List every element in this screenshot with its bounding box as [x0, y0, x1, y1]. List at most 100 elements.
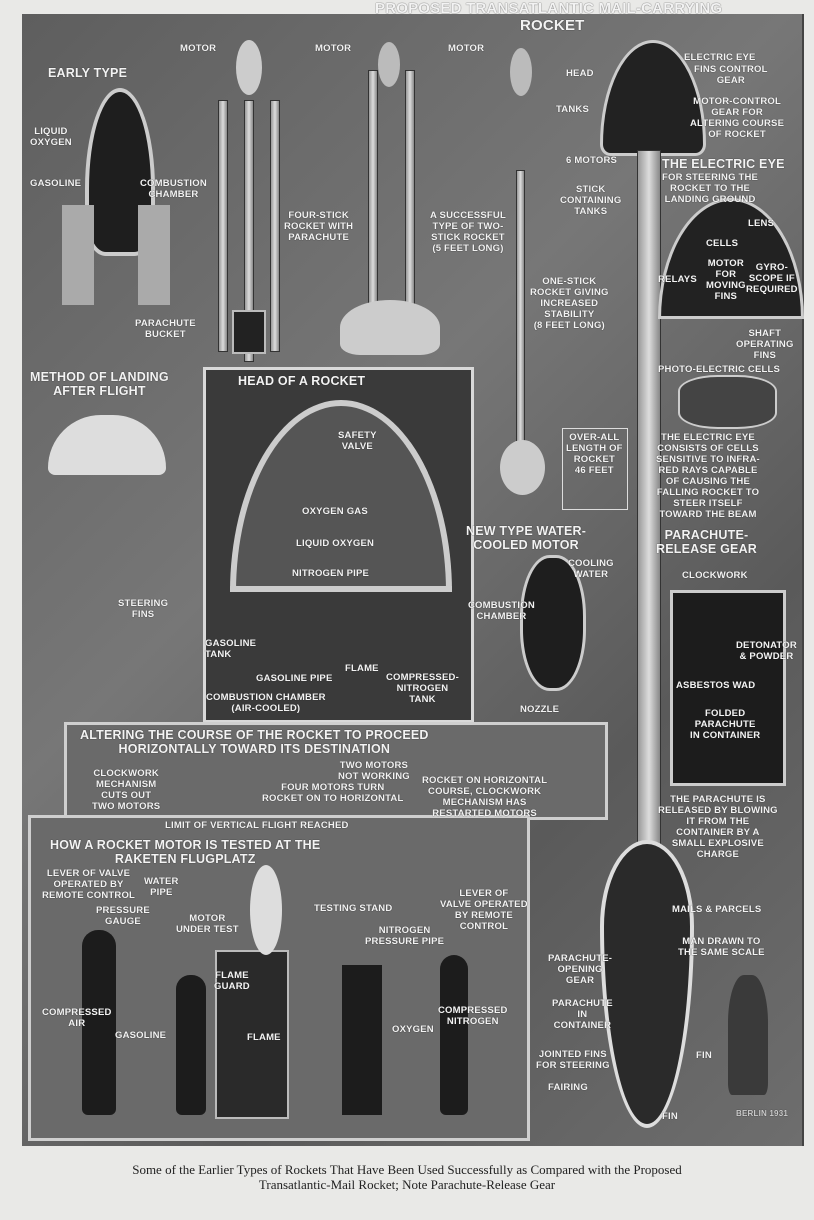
label-compressed-nitrogen: COMPRESSED NITROGEN — [438, 1005, 508, 1027]
motor-under-test — [250, 865, 282, 955]
label-parachute-opening-gear: PARACHUTE- OPENING GEAR — [548, 953, 613, 986]
parachute-container — [670, 590, 786, 786]
label-flame-guard: FLAME GUARD — [214, 970, 250, 992]
label-lever-right: LEVER OF VALVE OPERATED BY REMOTE CONTRO… — [440, 888, 528, 932]
label-parachute-container: PARACHUTE IN CONTAINER — [552, 998, 613, 1031]
mail-rocket-stick — [637, 150, 661, 872]
label-one-stick: ONE-STICK ROCKET GIVING INCREASED STABIL… — [530, 276, 609, 331]
label-mails-parcels: MAILS & PARCELS — [672, 904, 762, 915]
label-cooling-water: COOLING WATER — [568, 558, 614, 580]
label-stick-tanks: STICK CONTAINING TANKS — [560, 184, 622, 217]
label-liquid-oxygen: LIQUID OXYGEN — [30, 126, 72, 148]
head-of-rocket-heading: HEAD OF A ROCKET — [238, 374, 366, 388]
label-electric-eye: ELECTRIC EYE — [684, 52, 756, 63]
altering-course-panel — [64, 722, 608, 820]
label-testing-stand: TESTING STAND — [314, 903, 393, 914]
label-four-stick: FOUR-STICK ROCKET WITH PARACHUTE — [284, 210, 354, 243]
oxygen-container — [342, 965, 382, 1115]
label-lens: LENS — [748, 218, 775, 229]
label-water-pipe: WATER PIPE — [144, 876, 179, 898]
label-oxygen-gas: OXYGEN GAS — [302, 506, 368, 517]
overall-length-box — [562, 428, 628, 510]
four-stick-rod — [244, 100, 254, 362]
man-figure — [728, 975, 768, 1095]
label-combustion-chamber: COMBUSTION CHAMBER — [140, 178, 207, 200]
parachute-release-heading: PARACHUTE- RELEASE GEAR — [656, 528, 758, 556]
label-asbestos: ASBESTOS WAD — [676, 680, 756, 691]
electric-eye-heading: THE ELECTRIC EYE — [662, 157, 785, 171]
early-type-fin-left — [62, 205, 94, 305]
altering-heading: ALTERING THE COURSE OF THE ROCKET TO PRO… — [80, 728, 429, 756]
label-clockwork-cuts: CLOCKWORK MECHANISM CUTS OUT TWO MOTORS — [92, 768, 161, 812]
one-stick-rod — [516, 170, 525, 452]
one-stick-motor — [510, 48, 532, 96]
label-gasoline-tank: GASOLINE TANK — [205, 638, 257, 660]
label-flame-test: FLAME — [247, 1032, 281, 1043]
overall-length-label: OVER-ALL LENGTH OF ROCKET 46 FEET — [566, 432, 623, 476]
label-motor: MOTOR — [180, 43, 217, 54]
artist-signature: BERLIN 1931 — [736, 1109, 788, 1118]
label-two-motors: TWO MOTORS NOT WORKING — [338, 760, 410, 782]
label-flame: FLAME — [345, 663, 379, 674]
label-horizontal: ROCKET ON HORIZONTAL COURSE, CLOCKWORK M… — [422, 775, 548, 819]
label-relays: RELAYS — [658, 274, 697, 285]
four-stick-rod — [218, 100, 228, 352]
title-line2: ROCKET — [520, 17, 585, 34]
label-fairing: FAIRING — [548, 1082, 588, 1093]
compressed-nitrogen-cylinder — [440, 955, 468, 1115]
label-man-scale: MAN DRAWN TO THE SAME SCALE — [678, 936, 765, 958]
label-pressure-gauge: PRESSURE GAUGE — [96, 905, 150, 927]
early-type-fin-right — [138, 205, 170, 305]
label-liquid-oxygen-head: LIQUID OXYGEN — [296, 538, 375, 549]
label-fin-side: FIN — [696, 1050, 712, 1061]
label-gyroscope: GYRO- SCOPE IF REQUIRED — [746, 262, 798, 295]
label-folded-parachute: FOLDED PARACHUTE IN CONTAINER — [690, 708, 761, 741]
label-compressed-air: COMPRESSED AIR — [42, 1007, 112, 1029]
two-stick-tail — [340, 300, 440, 355]
electric-eye-sub: FOR STEERING THE ROCKET TO THE LANDING G… — [662, 172, 759, 205]
label-safety-valve: SAFETY VALVE — [338, 430, 377, 452]
compressed-air-cylinder — [82, 930, 116, 1115]
label-shaft: SHAFT OPERATING FINS — [736, 328, 794, 361]
water-cooled-motor — [520, 555, 586, 691]
label-detonator: DETONATOR & POWDER — [736, 640, 797, 662]
title-line1: PROPOSED TRANSATLANTIC MAIL-CARRYING — [375, 0, 723, 17]
label-four-motors: FOUR MOTORS TURN ROCKET ON TO HORIZONTAL — [262, 782, 404, 804]
four-stick-rod — [270, 100, 280, 352]
early-type-heading: EARLY TYPE — [48, 66, 128, 80]
label-head: HEAD — [566, 68, 594, 79]
label-two-stick: A SUCCESSFUL TYPE OF TWO- STICK ROCKET (… — [430, 210, 506, 254]
label-nitrogen-pipe: NITROGEN PIPE — [292, 568, 370, 579]
one-stick-fins — [500, 440, 545, 495]
label-lever-left: LEVER OF VALVE OPERATED BY REMOTE CONTRO… — [42, 868, 136, 901]
label-tanks: TANKS — [556, 104, 590, 115]
label-photo-cells: PHOTO-ELECTRIC CELLS — [658, 364, 781, 375]
parachute-bucket — [232, 310, 266, 354]
label-jointed-fins: JOINTED FINS FOR STEERING — [536, 1049, 610, 1071]
label-motor-fins: MOTOR FOR MOVING FINS — [706, 258, 746, 302]
flame-guard — [215, 950, 289, 1119]
label-cells: CELLS — [706, 238, 739, 249]
label-parachute-bucket: PARACHUTE BUCKET — [135, 318, 196, 340]
label-gasoline-test: GASOLINE — [115, 1030, 167, 1041]
photo-electric-cells-drum — [678, 375, 777, 429]
testing-heading: HOW A ROCKET MOTOR IS TESTED AT THE RAKE… — [50, 838, 321, 866]
label-motor: MOTOR — [448, 43, 485, 54]
label-gasoline-pipe: GASOLINE PIPE — [256, 673, 333, 684]
label-fins-control: FINS CONTROL GEAR — [694, 64, 768, 86]
label-motor: MOTOR — [315, 43, 352, 54]
label-motor-under-test: MOTOR UNDER TEST — [176, 913, 239, 935]
label-6-motors: 6 MOTORS — [566, 155, 618, 166]
four-stick-motor — [236, 40, 262, 95]
landing-heading: METHOD OF LANDING AFTER FLIGHT — [30, 370, 169, 398]
electric-eye-dome — [658, 198, 804, 319]
label-gasoline: GASOLINE — [30, 178, 82, 189]
label-oxygen: OXYGEN — [392, 1024, 434, 1035]
label-combustion-air-cooled: COMBUSTION CHAMBER (AIR-COOLED) — [206, 692, 326, 714]
label-nitrogen-pressure-pipe: NITROGEN PRESSURE PIPE — [365, 925, 445, 947]
label-water-combustion: COMBUSTION CHAMBER — [468, 600, 535, 622]
parachute-release-desc: THE PARACHUTE IS RELEASED BY BLOWING IT … — [658, 794, 778, 860]
label-motor-control: MOTOR-CONTROL GEAR FOR ALTERING COURSE O… — [690, 96, 785, 140]
label-nitrogen-tank: COMPRESSED- NITROGEN TANK — [386, 672, 459, 705]
figure-caption: Some of the Earlier Types of Rockets Tha… — [132, 1162, 682, 1192]
